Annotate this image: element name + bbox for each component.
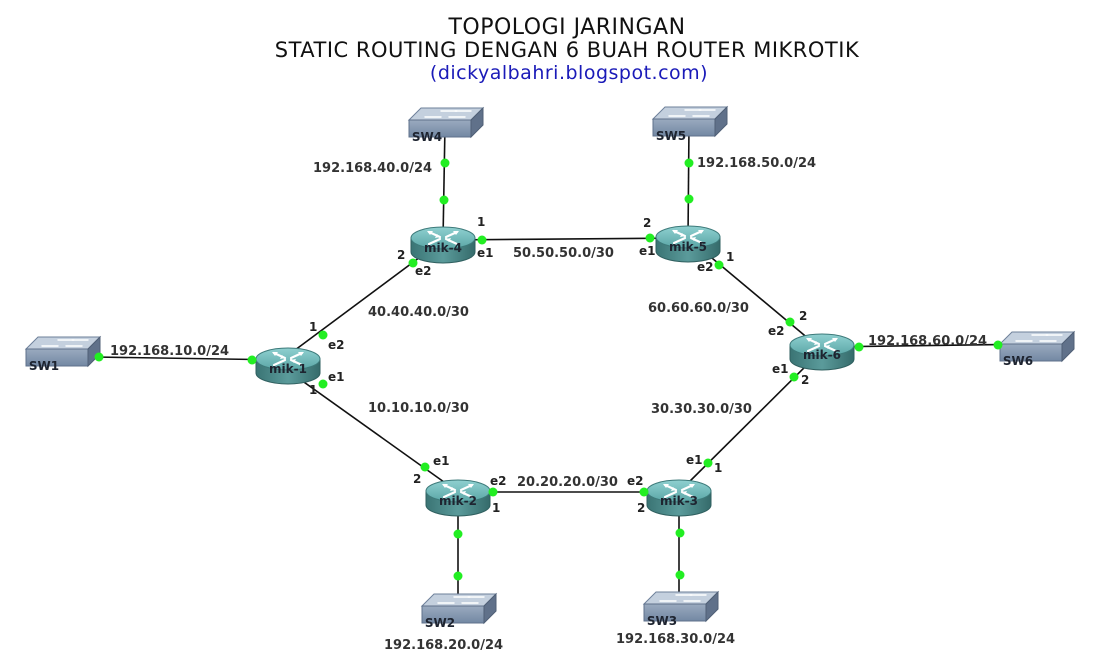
port-dot — [420, 462, 430, 472]
port-dot — [714, 260, 724, 270]
port-dot — [318, 330, 328, 340]
network-labels: 10.10.10.0/30 20.20.20.0/30 30.30.30.0/3… — [110, 156, 987, 653]
port-number: 2 — [801, 373, 809, 387]
network-label-50: 50.50.50.0/30 — [513, 246, 614, 261]
link-mik1-mik4 — [286, 239, 444, 357]
diagram-title: TOPOLOGI JARINGAN — [447, 15, 685, 40]
port-dot — [488, 487, 498, 497]
port-iface: e2 — [697, 260, 714, 274]
port-dot — [247, 355, 257, 365]
link-mik3-mik6 — [678, 349, 823, 493]
port-number: 2 — [637, 501, 645, 515]
switch-label: SW3 — [647, 614, 677, 628]
switch-sw6[interactable]: SW6 — [999, 331, 1075, 368]
port-dot — [440, 158, 450, 168]
port-iface: e2 — [627, 474, 644, 488]
switch-sw5[interactable]: SW5 — [652, 106, 728, 143]
switch-label: SW2 — [425, 616, 455, 630]
switch-label: SW6 — [1003, 354, 1033, 368]
port-dot — [645, 233, 655, 243]
port-dot — [854, 342, 864, 352]
port-iface: e2 — [415, 264, 432, 278]
port-dot — [318, 379, 328, 389]
link-mik1-mik2 — [286, 369, 459, 493]
network-label-10: 10.10.10.0/30 — [368, 401, 469, 416]
link-mik4-sw4 — [442, 124, 446, 241]
router-mik-5[interactable]: mik-5 — [654, 224, 722, 264]
port-dot — [453, 529, 463, 539]
network-label-60: 60.60.60.0/30 — [648, 301, 749, 316]
port-iface: e2 — [490, 474, 507, 488]
switch-sw1[interactable]: SW1 — [25, 336, 101, 373]
port-iface: e1 — [477, 246, 494, 260]
port-dot — [684, 194, 694, 204]
port-dot — [408, 258, 418, 268]
port-number: 1 — [309, 320, 317, 334]
port-dot — [789, 372, 799, 382]
port-number: 1 — [726, 250, 734, 264]
port-labels: 1 e1 2 e1 1 e2 2 e2 1 e1 2 e1 1 e2 2 e2 … — [309, 215, 809, 515]
port-number: 1 — [714, 461, 722, 475]
port-number: 2 — [643, 216, 651, 230]
port-dot — [477, 235, 487, 245]
port-dot — [453, 571, 463, 581]
router-label: mik-1 — [269, 362, 307, 376]
network-label-40: 40.40.40.0/30 — [368, 305, 469, 320]
diagram-subtitle: STATIC ROUTING DENGAN 6 BUAH ROUTER MIKR… — [275, 38, 860, 62]
network-label-30: 30.30.30.0/30 — [651, 402, 752, 417]
port-number: 2 — [397, 248, 405, 262]
port-dot — [993, 340, 1003, 350]
router-label: mik-2 — [439, 494, 477, 508]
port-number: 2 — [799, 309, 807, 323]
router-mik-2[interactable]: mik-2 — [424, 478, 492, 518]
router-mik-1[interactable]: mik-1 — [254, 346, 322, 386]
router-label: mik-4 — [424, 241, 462, 255]
port-number: 2 — [413, 472, 421, 486]
port-dot — [94, 352, 104, 362]
switch-label: SW1 — [29, 359, 59, 373]
network-label-lan2: 192.168.20.0/24 — [384, 638, 503, 653]
port-iface: e1 — [772, 362, 789, 376]
router-label: mik-3 — [660, 494, 698, 508]
network-label-lan5: 192.168.50.0/24 — [697, 156, 816, 171]
switch-sw3[interactable]: SW3 — [643, 591, 719, 628]
port-dot — [703, 458, 713, 468]
links-layer — [94, 124, 1037, 610]
port-dot — [675, 570, 685, 580]
port-iface: e1 — [433, 454, 450, 468]
port-dots-layer — [94, 158, 1003, 581]
port-dot — [684, 158, 694, 168]
switch-label: SW5 — [656, 129, 686, 143]
router-mik-6[interactable]: mik-6 — [788, 332, 856, 372]
port-dot — [675, 528, 685, 538]
port-dot — [785, 317, 795, 327]
network-label-lan1: 192.168.10.0/24 — [110, 344, 229, 359]
switch-sw2[interactable]: SW2 — [421, 593, 497, 630]
network-label-lan6: 192.168.60.0/24 — [868, 334, 987, 349]
port-number: 1 — [309, 383, 317, 397]
router-label: mik-5 — [669, 240, 707, 254]
port-iface: e1 — [639, 244, 656, 258]
switch-label: SW4 — [412, 130, 442, 144]
diagram-source: (dickyalbahri.blogspot.com) — [430, 62, 708, 84]
port-iface: e2 — [768, 324, 785, 338]
port-iface: e1 — [328, 370, 345, 384]
network-label-lan4: 192.168.40.0/24 — [313, 161, 432, 176]
router-mik-3[interactable]: mik-3 — [645, 478, 713, 518]
network-label-lan3: 192.168.30.0/24 — [616, 632, 735, 647]
port-dot — [439, 195, 449, 205]
port-number: 1 — [477, 215, 485, 229]
link-mik5-sw5 — [687, 124, 690, 239]
port-iface: e2 — [328, 338, 345, 352]
port-iface: e1 — [686, 453, 703, 467]
router-label: mik-6 — [803, 348, 841, 362]
port-dot — [639, 487, 649, 497]
router-mik-4[interactable]: mik-4 — [409, 225, 477, 265]
port-number: 1 — [492, 501, 500, 515]
network-label-20: 20.20.20.0/30 — [517, 475, 618, 490]
switch-sw4[interactable]: SW4 — [408, 107, 484, 144]
